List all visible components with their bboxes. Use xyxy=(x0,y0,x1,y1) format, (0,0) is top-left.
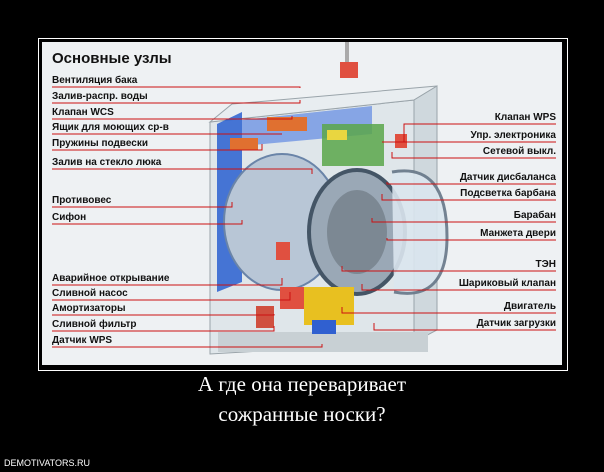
label-control-electronics: Упр. электроника xyxy=(470,130,556,141)
label-heating-element: ТЭН xyxy=(535,259,556,270)
caption-line-1: А где она переваривает xyxy=(197,372,407,396)
leader-line xyxy=(52,86,301,88)
diagram-title: Основные узлы xyxy=(52,50,172,67)
leader-line xyxy=(52,220,243,225)
leader-line xyxy=(52,168,313,174)
leader-line xyxy=(52,100,301,104)
label-drum: Барабан xyxy=(513,210,556,221)
poster-frame xyxy=(38,38,568,371)
site-watermark: DEMOTIVATORS.RU xyxy=(4,458,91,468)
leader-line xyxy=(52,292,291,301)
label-power-switch: Сетевой выкл. xyxy=(482,146,556,157)
washing-machine-illustration xyxy=(52,42,556,355)
leader-line xyxy=(52,278,283,286)
label-wps-sensor: Датчик WPS xyxy=(52,335,113,346)
leader-line xyxy=(52,202,233,208)
leader-line xyxy=(386,238,556,241)
label-wps-valve: Клапан WPS xyxy=(494,112,556,123)
leader-line xyxy=(341,307,556,314)
label-wcs-valve: Клапан WCS xyxy=(52,107,114,118)
label-suspension-springs: Пружины подвески xyxy=(52,138,148,149)
leader-line xyxy=(52,326,275,332)
label-load-sensor: Датчик загрузки xyxy=(476,318,556,329)
label-door-glass-inlet: Залив на стекло люка xyxy=(52,157,162,168)
label-emergency-opening: Аварийное открывание xyxy=(52,273,170,284)
leader-line xyxy=(52,144,263,151)
label-counterweight: Противовес xyxy=(52,195,112,206)
leader-line xyxy=(52,116,293,120)
leader-line xyxy=(52,344,323,348)
label-motor: Двигатель xyxy=(503,301,556,312)
label-door-seal: Манжета двери xyxy=(480,228,556,239)
label-ball-valve: Шариковый клапан xyxy=(458,278,556,289)
leader-line xyxy=(361,284,556,291)
label-water-inlet: Залив-распр. воды xyxy=(52,91,148,102)
leader-line xyxy=(341,266,556,272)
label-drain-filter: Сливной фильтр xyxy=(52,319,137,330)
leader-line xyxy=(391,152,556,159)
leader-line xyxy=(373,323,556,331)
label-imbalance-sensor: Датчик дисбаланса xyxy=(459,172,556,183)
label-siphon: Сифон xyxy=(52,212,87,223)
label-detergent-drawer: Ящик для моющих ср-в xyxy=(52,122,169,133)
leader-line xyxy=(371,218,556,223)
caption-line-2: сожранные носки? xyxy=(218,402,386,426)
leader-line xyxy=(386,182,556,185)
label-shock-absorbers: Амортизаторы xyxy=(52,303,126,314)
label-tank-vent: Вентиляция бака xyxy=(52,75,138,86)
diagram-panel: Основные узлы Вентиляция бака Залив-расп… xyxy=(42,42,562,365)
label-drum-light: Подсветка барбана xyxy=(460,188,556,199)
leader-line xyxy=(381,194,556,201)
leader-line xyxy=(52,314,275,316)
leader-line xyxy=(403,123,556,142)
label-drain-pump: Сливной насос xyxy=(52,288,128,299)
